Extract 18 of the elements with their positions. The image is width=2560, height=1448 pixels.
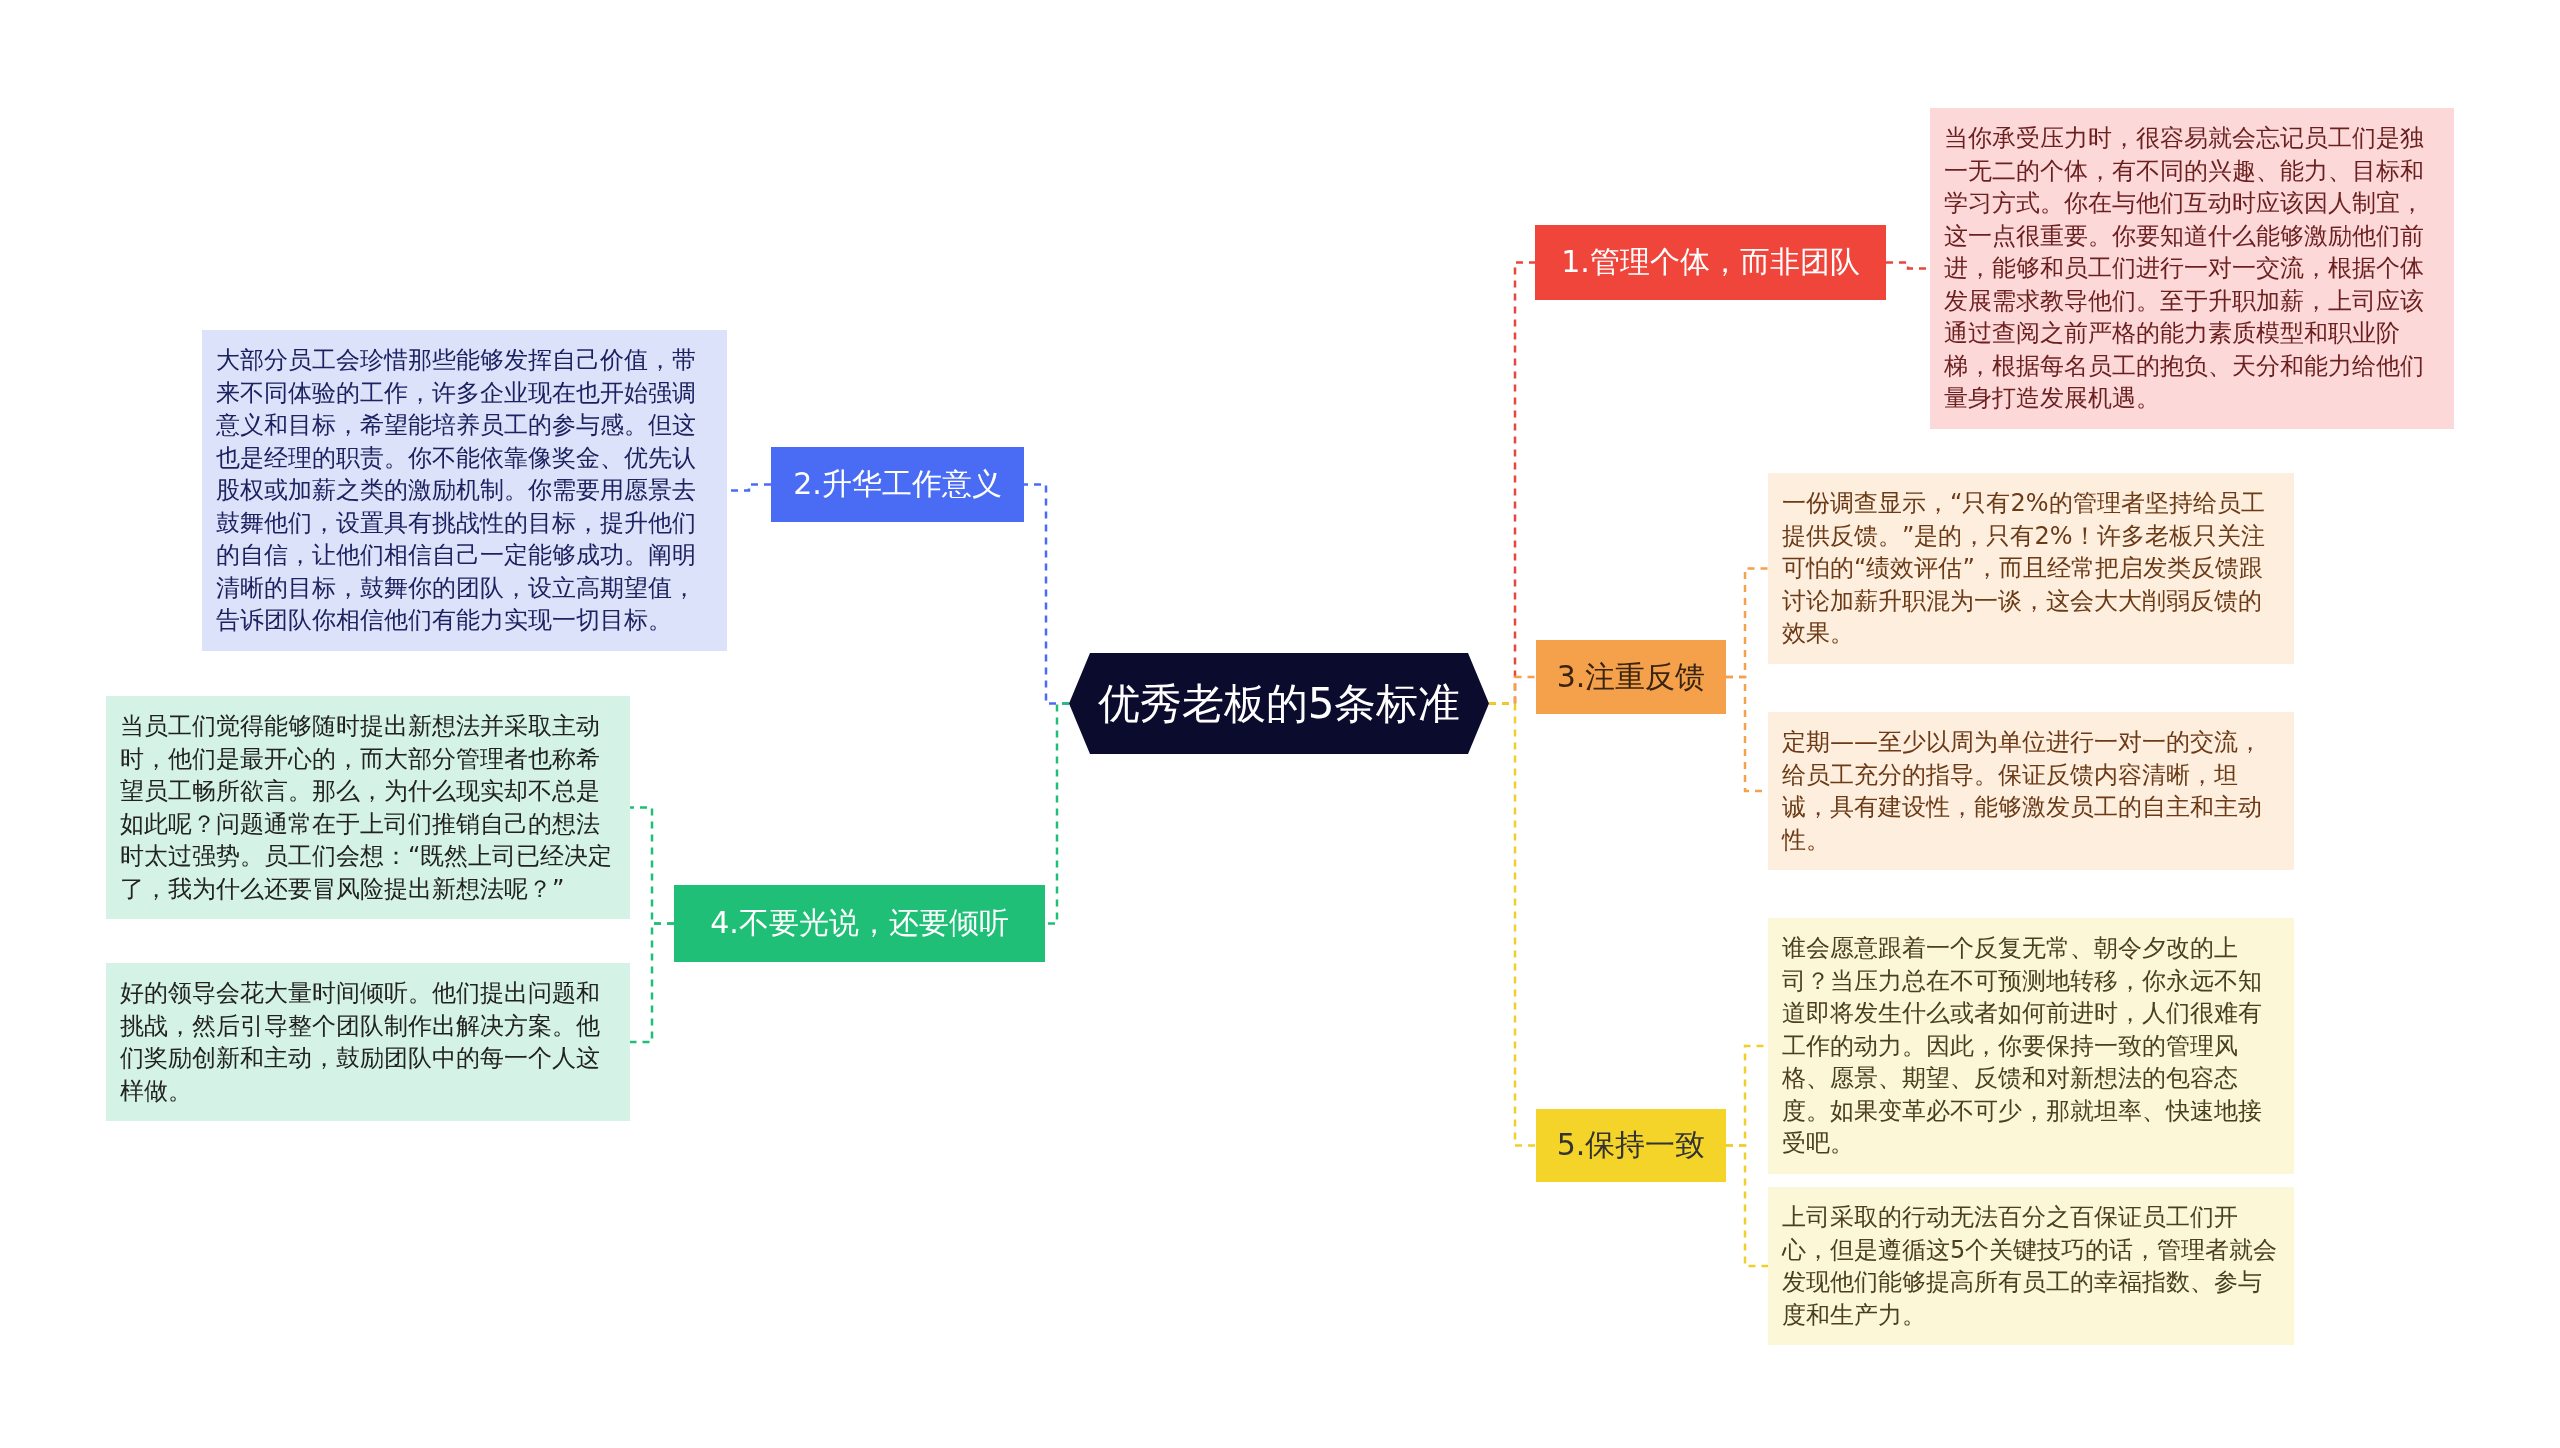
branch-topic: 2.升华工作意义 [771,447,1024,522]
note-card: 一份调查显示，“只有2%的管理者坚持给员工提供反馈。”是的，只有2%！许多老板只关注可怕的“绩效评估”，而且经常把启发类反馈跟讨论加薪升职混为一谈，这会大大削弱反馈的效果。 [1768,473,2294,664]
note-card: 上司采取的行动无法百分之百保证员工们开心，但是遵循这5个关键技巧的话，管理者就会发现他们能够提高所有员工的幸福指数、参与度和生产力。 [1768,1187,2294,1345]
connector-line [1489,702,1536,1147]
branch-topic: 1.管理个体，而非团队 [1535,225,1886,300]
central-topic: 优秀老板的5条标准 [1069,653,1489,754]
note-card: 好的领导会花大量时间倾听。他们提出问题和挑战，然后引导整个团队制作出解决方案。他们奖励创新和主动，鼓励团队中的每一个人这样做。 [106,963,630,1121]
connector-line [1726,1144,1768,1268]
connector-line [1045,702,1069,925]
note-card: 当你承受压力时，很容易就会忘记员工们是独一无二的个体，有不同的兴趣、能力、目标和学习方式。你在与他们互动时应该因人制宜，这一点很重要。你要知道什么能够激励他们前进，能够和员工们进行一对一交流，根据个体发展需求教导他们。至于升职加薪，上司应该通过查阅之前严格的能力素质模型和职业阶梯，根据每名员工的抱负、天分和能力给他们量身打造发展机遇。 [1930,108,2454,429]
note-card: 大部分员工会珍惜那些能够发挥自己价值，带来不同体验的工作，许多企业现在也开始强调意义和目标，希望能培养员工的参与感。但这也是经理的职责。你不能依靠像奖金、优先认股权或加薪之类的激励机制。你需要用愿景去鼓舞他们，设置具有挑战性的目标，提升他们的自信，让他们相信自己一定能够成功。阐明清晰的目标，鼓舞你的团队，设立高期望值，告诉团队你相信他们有能力实现一切目标。 [202,330,727,651]
branch-topic: 4.不要光说，还要倾听 [674,885,1045,962]
note-card: 定期——至少以周为单位进行一对一的交流，给员工充分的指导。保证反馈内容清晰，坦诚，具有建设性，能够激发员工的自主和主动性。 [1768,712,2294,870]
connector-line [630,922,674,1044]
note-card: 谁会愿意跟着一个反复无常、朝令夕改的上司？当压力总在不可预测地转移，你永远不知道即将发生什么或者如何前进时，人们很难有工作的动力。因此，你要保持一致的管理风格、愿景、期望、反馈和对新想法的包容态度。如果变革必不可少，那就坦率、快速地接受吧。 [1768,918,2294,1174]
branch-topic: 3.注重反馈 [1536,640,1726,714]
note-card: 当员工们觉得能够随时提出新想法并采取主动时，他们是最开心的，而大部分管理者也称希望员工畅所欲言。那么，为什么现实却不总是如此呢？问题通常在于上司们推销自己的想法时太过强势。员工们会想：“既然上司已经决定了，我为什么还要冒风险提出新想法呢？” [106,696,630,919]
branch-topic: 5.保持一致 [1536,1109,1726,1182]
